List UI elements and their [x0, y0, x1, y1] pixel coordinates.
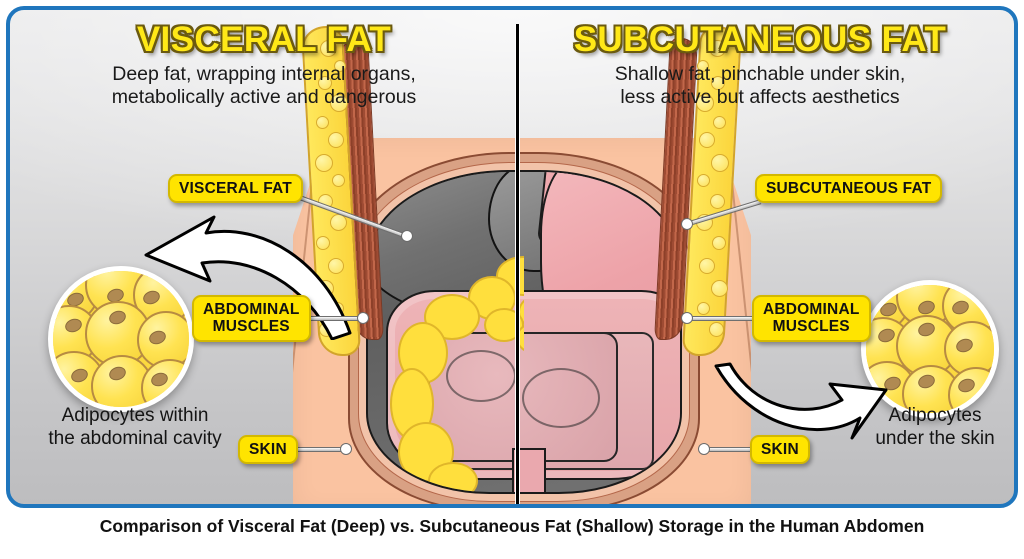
fat-bubble — [697, 302, 710, 315]
tag-abdominal-muscles-left-line1: ABDOMINAL — [203, 301, 300, 318]
leader-dot-visceral-fat — [401, 230, 413, 242]
tag-abdominal-muscles-left[interactable]: ABDOMINAL MUSCLES — [192, 295, 311, 342]
description-right: Adipocytes under the skin — [855, 404, 1014, 450]
tag-abdominal-muscles-right[interactable]: ABDOMINAL MUSCLES — [752, 295, 871, 342]
description-right-line1: Adipocytes — [888, 405, 982, 426]
tag-abdominal-muscles-left-line2: MUSCLES — [212, 318, 290, 336]
fat-bubble — [696, 94, 714, 112]
fat-bubble — [712, 236, 726, 250]
fat-bubble — [713, 116, 726, 129]
fat-bubble — [318, 76, 332, 90]
fat-bubble — [709, 322, 724, 337]
fat-bubble — [315, 154, 333, 172]
leader-dot-skin-left — [340, 443, 352, 455]
tag-subcutaneous-fat[interactable]: SUBCUTANEOUS FAT — [755, 174, 943, 204]
fat-bubble — [316, 116, 329, 129]
visceral-fat-group — [368, 172, 524, 492]
leader-abdominal-muscles-right — [686, 316, 752, 321]
center-divider — [515, 24, 520, 504]
adipocyte-magnifier-left — [48, 266, 194, 412]
fat-bubble — [320, 40, 337, 57]
fat-bubble — [697, 60, 709, 72]
fat-bubble — [332, 174, 345, 187]
abdominal-cavity — [366, 170, 682, 494]
header-subcutaneous-subtitle: Shallow fat, pinchable under skin, less … — [520, 63, 1000, 111]
magnify-arrow-right — [714, 362, 888, 440]
visceral-fat-blob — [428, 462, 478, 492]
fat-bubble — [330, 94, 348, 112]
header-visceral-subtitle-line1: Deep fat, wrapping internal organs, — [112, 62, 416, 85]
header-visceral: VISCERAL FAT Deep fat, wrapping internal… — [24, 22, 504, 110]
header-subcutaneous-subtitle-line2: less active but affects aesthetics — [620, 86, 900, 109]
figure-caption: Comparison of Visceral Fat (Deep) vs. Su… — [99, 516, 925, 536]
peritoneum-inner — [358, 162, 690, 502]
visceral-fat-blob — [398, 422, 454, 482]
fat-bubble — [710, 194, 725, 209]
header-subcutaneous-title: SUBCUTANEOUS FAT — [573, 20, 947, 59]
fat-bubble — [697, 174, 710, 187]
fat-bubble — [699, 258, 715, 274]
subcutaneous-fat-right — [681, 26, 743, 356]
tag-abdominal-muscles-right-line2: MUSCLES — [772, 318, 850, 336]
fat-bubble — [316, 236, 330, 250]
tag-skin-left[interactable]: SKIN — [238, 435, 298, 465]
description-left: Adipocytes within the abdominal cavity — [20, 404, 250, 450]
tag-visceral-fat[interactable]: VISCERAL FAT — [168, 174, 303, 204]
small-intestine — [428, 332, 618, 462]
header-visceral-subtitle: Deep fat, wrapping internal organs, meta… — [24, 63, 504, 111]
leader-skin-right — [703, 447, 755, 452]
fat-bubble — [709, 40, 726, 57]
fat-bubble — [711, 280, 728, 297]
adipocyte — [948, 367, 994, 413]
header-subcutaneous-subtitle-line1: Shallow fat, pinchable under skin, — [614, 62, 906, 85]
leader-dot-subcutaneous-fat — [681, 218, 693, 230]
abdomen-cross-section — [293, 138, 751, 504]
description-left-line2: the abdominal cavity — [48, 428, 222, 450]
leader-abdominal-muscles-left — [295, 316, 363, 321]
fat-bubble — [711, 154, 729, 172]
fat-bubble — [699, 132, 715, 148]
leader-dot-skin-right — [698, 443, 710, 455]
description-right-line2: under the skin — [875, 428, 995, 450]
header-subcutaneous: SUBCUTANEOUS FAT Shallow fat, pinchable … — [520, 22, 1000, 110]
adipocyte — [141, 359, 189, 407]
leader-dot-abdominal-muscles-right — [681, 312, 693, 324]
header-visceral-title: VISCERAL FAT — [136, 20, 392, 59]
fat-bubble — [328, 132, 344, 148]
leader-dot-abdominal-muscles-left — [357, 312, 369, 324]
peritoneum-outer — [348, 152, 700, 504]
header-visceral-subtitle-line2: metabolically active and dangerous — [111, 86, 417, 109]
fat-bubble — [328, 258, 344, 274]
fat-bubble — [711, 76, 725, 90]
illustration-panel: VISCERAL FAT Deep fat, wrapping internal… — [6, 6, 1018, 508]
description-left-line1: Adipocytes within — [61, 405, 209, 426]
leader-skin-left — [295, 447, 347, 452]
fat-bubble — [334, 60, 346, 72]
tag-abdominal-muscles-right-line1: ABDOMINAL — [763, 301, 860, 318]
tag-skin-right[interactable]: SKIN — [750, 435, 810, 465]
